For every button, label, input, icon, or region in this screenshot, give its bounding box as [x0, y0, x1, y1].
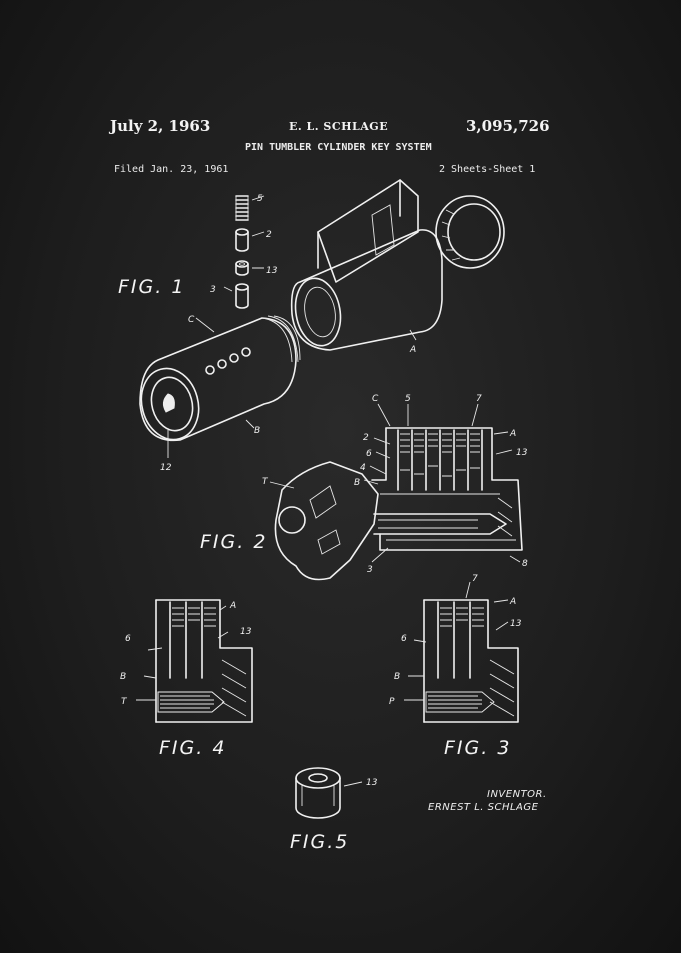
fig5-caption: FIG.5 [290, 831, 350, 853]
fig1-ref-5: 5 [257, 194, 263, 204]
fig2-drawing: C 5 7 2 6 4 B T A 13 3 8 [262, 394, 528, 581]
retaining-ring-part [435, 195, 505, 269]
fig1-ref-a: A [409, 345, 416, 355]
patent-number: 3,095,726 [466, 117, 550, 135]
fig2-ref-t: T [262, 477, 269, 487]
fig1-ref-c: C [188, 315, 195, 325]
sheet-count: 2 Sheets-Sheet 1 [439, 164, 536, 175]
fig1-caption: FIG. 1 [118, 276, 186, 298]
fig1-ref-13: 13 [266, 266, 278, 276]
fig2-ref-13: 13 [516, 448, 528, 458]
fig2-ref-a: A [509, 429, 516, 439]
fig1-ref-3: 3 [210, 285, 216, 295]
fig3-ref-6: 6 [401, 634, 407, 644]
fig4-ref-13: 13 [240, 627, 252, 637]
fig3-drawing: 7 A 6 13 B P [389, 574, 522, 723]
fig4-ref-6: 6 [125, 634, 131, 644]
fig1-drawing: 5 2 13 3 C A B 12 [139, 179, 505, 473]
fig2-ref-c: C [372, 394, 379, 404]
fig4-ref-a: A [229, 601, 236, 611]
fig2-ref-2: 2 [363, 433, 369, 443]
washer-part [235, 260, 249, 276]
fig1-ref-b: B [254, 426, 260, 436]
inventor-short-name: E. L. SCHLAGE [289, 120, 389, 133]
fig1-ref-12: 12 [160, 463, 172, 473]
fig4-ref-t: T [121, 697, 128, 707]
fig4-drawing: A 6 13 B T [120, 599, 253, 723]
fig4-ref-b: B [120, 672, 126, 682]
fig3-ref-a: A [509, 597, 516, 607]
filed-date: Filed Jan. 23, 1961 [114, 164, 229, 175]
inventor-label: INVENTOR. [487, 789, 547, 800]
housing-shell-part [290, 179, 443, 351]
fig2-caption: FIG. 2 [200, 531, 268, 553]
plug-part [139, 315, 301, 442]
fig2-ref-b: B [354, 478, 360, 488]
fig2-ref-8: 8 [522, 559, 528, 569]
fig2-ref-4: 4 [360, 463, 366, 473]
fig2-ref-3: 3 [367, 565, 373, 575]
fig3-ref-7: 7 [472, 574, 478, 584]
inventor-name: ERNEST L. SCHLAGE [428, 802, 539, 813]
key-part [274, 461, 507, 581]
fig5-ref-13: 13 [366, 778, 378, 788]
fig2-ref-5: 5 [405, 394, 411, 404]
fig3-ref-p: P [389, 697, 395, 707]
patent-title: PIN TUMBLER CYLINDER KEY SYSTEM [245, 142, 432, 153]
patent-date: July 2, 1963 [110, 117, 211, 135]
key-pin-part [235, 283, 249, 309]
fig4-caption: FIG. 4 [159, 737, 227, 759]
fig5-drawing: 13 [295, 767, 378, 819]
lock-cylinder-section [371, 427, 523, 551]
spring-part [235, 195, 249, 221]
fig2-ref-6: 6 [366, 449, 372, 459]
fig2-ref-7: 7 [476, 394, 482, 404]
fig3-caption: FIG. 3 [444, 737, 512, 759]
fig3-ref-b: B [394, 672, 400, 682]
fig1-ref-2: 2 [266, 230, 272, 240]
driver-pin-part [235, 228, 249, 252]
fig3-ref-13: 13 [510, 619, 522, 629]
